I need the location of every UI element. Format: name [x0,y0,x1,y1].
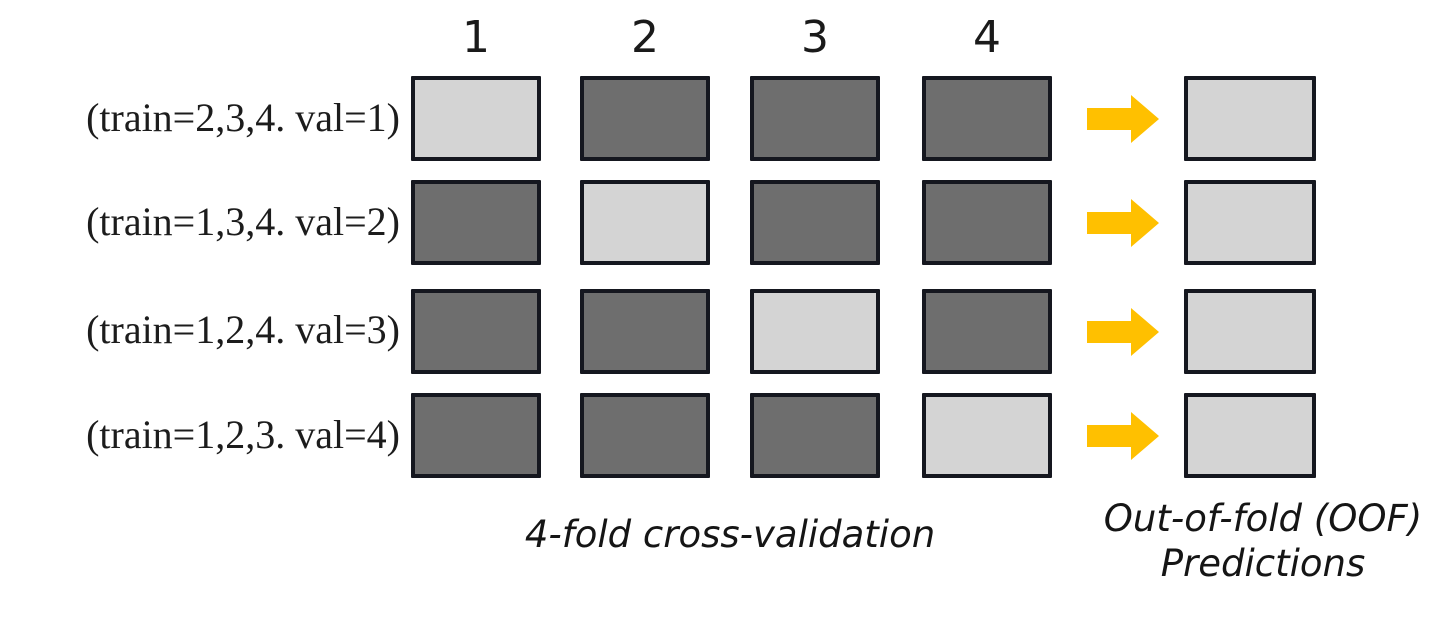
fold-cell-r3c3 [750,289,880,374]
column-header-2: 2 [631,12,659,63]
right-block-arrow-icon [1087,199,1159,247]
fold-cell-r2c2 [580,180,710,265]
cross-validation-caption: 4-fold cross-validation [524,513,936,556]
row-label-fold-1: (train=2,3,4. val=1) [86,95,400,140]
column-header-1: 1 [462,12,490,63]
fold-cell-r3c2 [580,289,710,374]
column-header-3: 3 [801,12,829,63]
oof-caption-line-2: Predictions [1160,542,1366,585]
fold-cell-r1c1 [411,76,541,161]
fold-cell-r1c2 [580,76,710,161]
oof-prediction-box-4 [1184,393,1316,478]
row-label-fold-3: (train=1,2,4. val=3) [86,307,400,352]
oof-prediction-box-2 [1184,180,1316,265]
fold-cell-r3c4 [922,289,1052,374]
fold-cell-r2c3 [750,180,880,265]
right-block-arrow-icon [1087,95,1159,143]
fold-cell-r1c4 [922,76,1052,161]
oof-prediction-box-1 [1184,76,1316,161]
fold-cell-r4c2 [580,393,710,478]
row-label-fold-2: (train=1,3,4. val=2) [86,199,400,244]
oof-prediction-box-3 [1184,289,1316,374]
oof-caption-line-1: Out-of-fold (OOF) [1103,497,1423,540]
fold-cell-r4c3 [750,393,880,478]
fold-cell-r2c1 [411,180,541,265]
fold-cell-r3c1 [411,289,541,374]
fold-cell-r1c3 [750,76,880,161]
oof-predictions-caption: Out-of-fold (OOF) Predictions [1098,496,1428,586]
column-header-4: 4 [973,12,1001,63]
right-block-arrow-icon [1087,412,1159,460]
fold-cell-r2c4 [922,180,1052,265]
right-block-arrow-icon [1087,308,1159,356]
fold-cell-r4c4 [922,393,1052,478]
row-label-fold-4: (train=1,2,3. val=4) [86,412,400,457]
fold-cell-r4c1 [411,393,541,478]
